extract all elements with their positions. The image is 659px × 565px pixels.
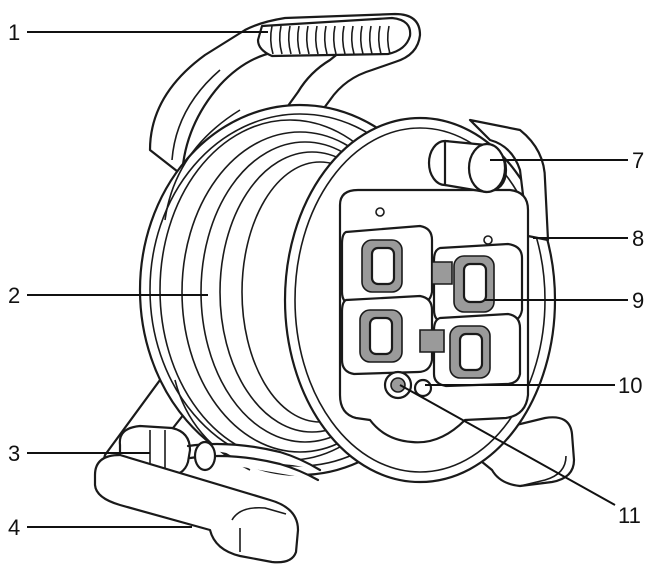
label-3: 3	[8, 441, 20, 466]
socket-bottom-right	[419, 312, 522, 388]
grip-rib	[368, 25, 373, 55]
labels: 1 2 3 4 7 8 9 10 11	[8, 20, 644, 540]
grip-rib	[359, 25, 364, 55]
grip-rib	[332, 25, 337, 55]
grip-rib	[314, 25, 319, 55]
label-8: 8	[632, 226, 644, 251]
reset-buttons	[383, 370, 433, 400]
grip-rib	[287, 25, 292, 55]
grip-rib	[377, 25, 382, 55]
grip-rib	[386, 25, 391, 55]
socket-top-left	[340, 224, 434, 308]
label-10: 10	[618, 373, 642, 398]
leader-11	[399, 384, 616, 506]
front-foot	[93, 453, 300, 564]
grip-rib	[305, 25, 310, 55]
label-1: 1	[8, 20, 20, 45]
leader-lines	[27, 31, 628, 528]
label-9: 9	[632, 288, 644, 313]
handle-grip	[256, 16, 412, 58]
socket-top-right	[431, 242, 524, 326]
grip-rib	[296, 25, 301, 55]
label-7: 7	[632, 148, 644, 173]
label-2: 2	[8, 283, 20, 308]
crank-knob	[427, 139, 508, 194]
label-11: 11	[618, 503, 641, 528]
grip-rib	[350, 25, 355, 55]
socket-outlets	[340, 224, 524, 388]
label-4: 4	[8, 515, 20, 540]
grip-rib	[323, 25, 328, 55]
grip-rib	[278, 25, 283, 55]
grip-rib	[269, 25, 274, 55]
grip-rib	[341, 25, 346, 55]
socket-bottom-left	[340, 294, 434, 376]
